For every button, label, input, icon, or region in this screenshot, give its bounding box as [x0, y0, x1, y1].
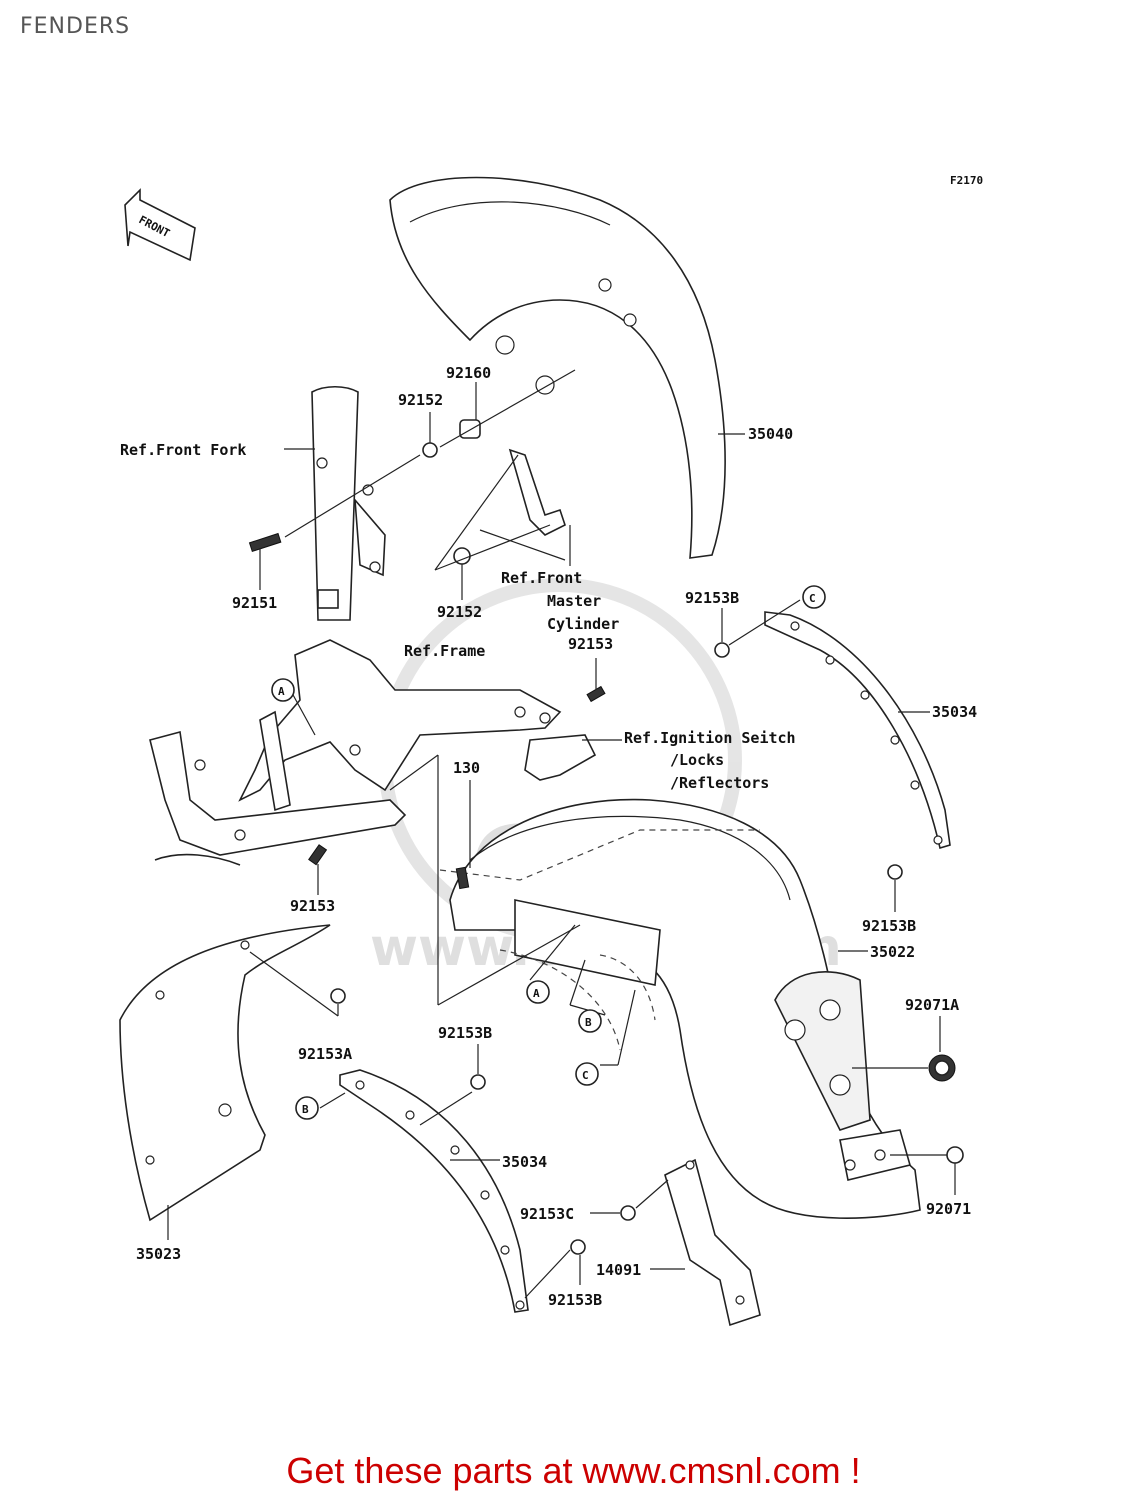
- inner-fender-35023: [119, 924, 331, 1222]
- frame: [149, 639, 562, 866]
- label-35034-right: 35034: [932, 703, 977, 721]
- front-fork: [311, 385, 386, 621]
- label-35023: 35023: [136, 1245, 181, 1263]
- label-ref-ignition-1: Ref.Ignition Seitch: [624, 729, 796, 747]
- right-stay-35034: [764, 611, 951, 850]
- label-14091: 14091: [596, 1261, 641, 1279]
- label-ref-front-fork: Ref.Front Fork: [120, 441, 246, 459]
- label-92153-left: 92153: [290, 897, 335, 915]
- front-fender-35040: [389, 176, 726, 559]
- label-35034-left: 35034: [502, 1153, 547, 1171]
- label-92153-top: 92153: [568, 635, 613, 653]
- callout-b-left: B: [295, 1096, 319, 1120]
- page-title: FENDERS: [20, 14, 131, 39]
- label-ref-front-master-2: Master: [547, 592, 601, 610]
- label-92152-top: 92152: [398, 391, 443, 409]
- label-92071: 92071: [926, 1200, 971, 1218]
- fender-exploded-diagram: CMS www.cmsnl.com F2170 FRONT: [119, 174, 983, 1327]
- label-ref-front-master-1: Ref.Front: [501, 569, 582, 587]
- callout-a-mid: A: [526, 980, 550, 1004]
- leader-lines: [167, 382, 956, 1299]
- label-92153b-mid: 92153B: [438, 1024, 492, 1042]
- rear-fender-35022: [439, 798, 921, 1219]
- front-direction-arrow: FRONT: [124, 188, 196, 262]
- label-92153b-right: 92153B: [862, 917, 916, 935]
- label-92151: 92151: [232, 594, 277, 612]
- label-92071a: 92071A: [905, 996, 959, 1014]
- label-35040: 35040: [748, 425, 793, 443]
- bracket-14091: [664, 1158, 761, 1327]
- label-92153a: 92153A: [298, 1045, 352, 1063]
- callout-a-top: A: [271, 678, 295, 702]
- label-92153b-bottom: 92153B: [548, 1291, 602, 1309]
- svg-text:C: C: [809, 592, 816, 605]
- master-cylinder-bracket: [434, 448, 566, 571]
- label-92160: 92160: [446, 364, 491, 382]
- svg-text:B: B: [302, 1103, 309, 1116]
- callout-c-top: C: [802, 585, 826, 609]
- label-92153b-top: 92153B: [685, 589, 739, 607]
- label-ref-front-master-3: Cylinder: [547, 615, 619, 633]
- label-92152-mid: 92152: [437, 603, 482, 621]
- callout-c-mid: C: [575, 1062, 599, 1086]
- svg-text:C: C: [582, 1069, 589, 1082]
- hardware-nuts: [308, 642, 964, 1255]
- svg-text:A: A: [533, 987, 540, 1000]
- label-130: 130: [453, 759, 480, 777]
- label-92153c: 92153C: [520, 1205, 574, 1223]
- callout-b-mid: B: [578, 1009, 602, 1033]
- label-ref-ignition-2: /Locks: [670, 751, 724, 769]
- figure-code: F2170: [950, 174, 983, 187]
- svg-text:B: B: [585, 1016, 592, 1029]
- ignition-bracket: [524, 685, 606, 781]
- fork-hardware: [248, 369, 576, 565]
- svg-text:A: A: [278, 685, 285, 698]
- label-ref-frame: Ref.Frame: [404, 642, 485, 660]
- footer-link[interactable]: Get these parts at www.cmsnl.com !: [286, 1450, 861, 1491]
- label-ref-ignition-3: /Reflectors: [670, 774, 769, 792]
- label-35022: 35022: [870, 943, 915, 961]
- left-stay-35034: [339, 1069, 529, 1313]
